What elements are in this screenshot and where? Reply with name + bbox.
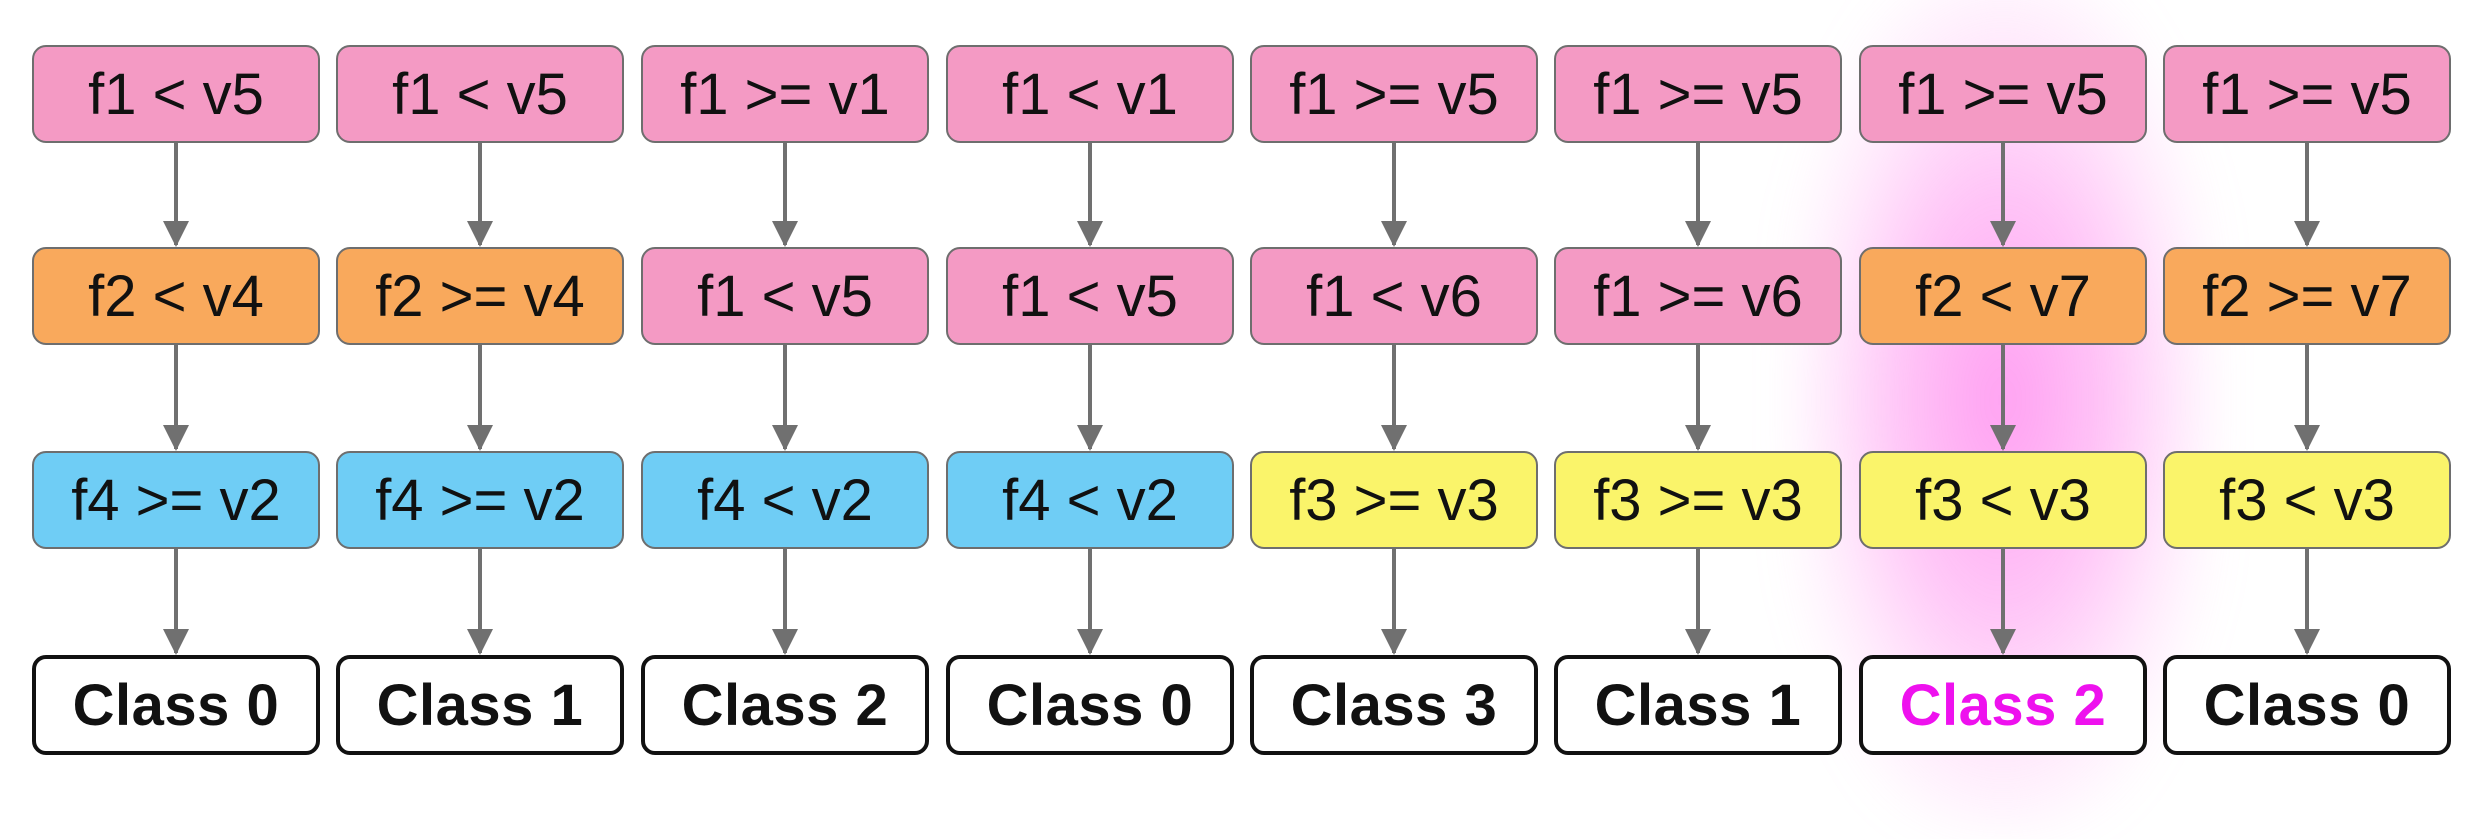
decision-path: f1 < v1 f1 < v5 f4 < v2 Class 0 (946, 0, 1234, 839)
arrow-down-icon (772, 549, 798, 655)
decision-path: f1 >= v5 f2 < v7 f3 < v3 Class 2 (1859, 0, 2147, 839)
arrow-down-icon (1990, 345, 2016, 451)
decision-path: f1 < v5 f2 < v4 f4 >= v2 Class 0 (32, 0, 320, 839)
arrow-down-icon (1381, 345, 1407, 451)
arrow-down-icon (163, 345, 189, 451)
arrow-down-icon (2294, 143, 2320, 247)
decision-path: f1 >= v1 f1 < v5 f4 < v2 Class 2 (641, 0, 929, 839)
decision-path: f1 < v5 f2 >= v4 f4 >= v2 Class 1 (336, 0, 624, 839)
condition-node: f3 < v3 (2163, 451, 2451, 549)
decision-path: f1 >= v5 f2 >= v7 f3 < v3 Class 0 (2163, 0, 2451, 839)
condition-node: f3 >= v3 (1250, 451, 1538, 549)
class-leaf: Class 2 (641, 655, 929, 755)
arrow-down-icon (467, 143, 493, 247)
condition-node: f4 < v2 (946, 451, 1234, 549)
arrow-down-icon (163, 143, 189, 247)
class-leaf: Class 1 (336, 655, 624, 755)
condition-node: f2 < v4 (32, 247, 320, 345)
condition-node: f1 >= v5 (1859, 45, 2147, 143)
condition-node: f2 < v7 (1859, 247, 2147, 345)
arrow-down-icon (2294, 549, 2320, 655)
arrow-down-icon (163, 549, 189, 655)
condition-node: f4 >= v2 (32, 451, 320, 549)
arrow-down-icon (1077, 549, 1103, 655)
condition-node: f1 < v5 (946, 247, 1234, 345)
condition-node: f1 < v1 (946, 45, 1234, 143)
arrow-down-icon (772, 143, 798, 247)
condition-node: f3 < v3 (1859, 451, 2147, 549)
condition-node: f2 >= v7 (2163, 247, 2451, 345)
class-leaf: Class 0 (2163, 655, 2451, 755)
class-leaf: Class 3 (1250, 655, 1538, 755)
arrow-down-icon (1381, 143, 1407, 247)
condition-node: f1 < v6 (1250, 247, 1538, 345)
condition-node: f1 >= v1 (641, 45, 929, 143)
class-leaf: Class 0 (946, 655, 1234, 755)
condition-node: f3 >= v3 (1554, 451, 1842, 549)
decision-path: f1 >= v5 f1 >= v6 f3 >= v3 Class 1 (1554, 0, 1842, 839)
arrow-down-icon (1077, 345, 1103, 451)
arrow-down-icon (467, 345, 493, 451)
arrow-down-icon (2294, 345, 2320, 451)
condition-node: f1 < v5 (32, 45, 320, 143)
condition-node: f4 < v2 (641, 451, 929, 549)
condition-node: f1 < v5 (641, 247, 929, 345)
arrow-down-icon (772, 345, 798, 451)
arrow-down-icon (1381, 549, 1407, 655)
condition-node: f1 >= v6 (1554, 247, 1842, 345)
condition-node: f2 >= v4 (336, 247, 624, 345)
condition-node: f1 < v5 (336, 45, 624, 143)
class-leaf: Class 0 (32, 655, 320, 755)
condition-node: f1 >= v5 (1554, 45, 1842, 143)
condition-node: f4 >= v2 (336, 451, 624, 549)
arrow-down-icon (467, 549, 493, 655)
class-leaf: Class 1 (1554, 655, 1842, 755)
decision-path: f1 >= v5 f1 < v6 f3 >= v3 Class 3 (1250, 0, 1538, 839)
arrow-down-icon (1990, 143, 2016, 247)
arrow-down-icon (1685, 549, 1711, 655)
arrow-down-icon (1077, 143, 1103, 247)
arrow-down-icon (1990, 549, 2016, 655)
class-leaf: Class 2 (1859, 655, 2147, 755)
arrow-down-icon (1685, 345, 1711, 451)
arrow-down-icon (1685, 143, 1711, 247)
condition-node: f1 >= v5 (1250, 45, 1538, 143)
condition-node: f1 >= v5 (2163, 45, 2451, 143)
